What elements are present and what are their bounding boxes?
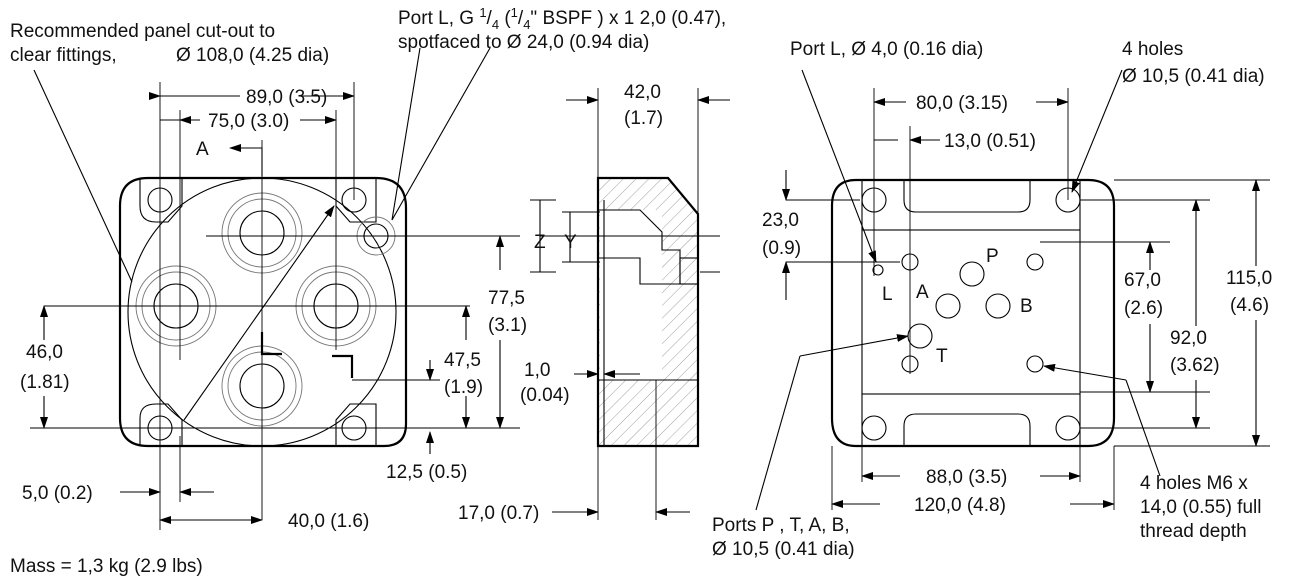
dim-47-5: 47,5 <box>444 350 481 371</box>
dim-23-in: (0.9) <box>762 238 801 259</box>
dim-46-in: (1.81) <box>20 372 70 393</box>
dim-17: 17,0 (0.7) <box>458 503 539 524</box>
label-y: Y <box>564 232 577 253</box>
mass-note: Mass = 1,3 kg (2.9 lbs) <box>10 556 203 577</box>
dim-75: 75,0 (3.0) <box>208 111 289 132</box>
dim-115: 115,0 <box>1226 268 1272 289</box>
m6-line2: 14,0 (0.55) full <box>1140 497 1261 518</box>
right-view <box>755 69 1270 511</box>
dim-42: 42,0 <box>624 82 661 103</box>
dim-92: 92,0 <box>1170 328 1207 349</box>
section-label-a: A <box>196 139 209 160</box>
dim-89: 89,0 (3.5) <box>246 87 327 108</box>
dim-88: 88,0 (3.5) <box>926 467 1007 488</box>
port-p: P <box>986 246 999 267</box>
annotations: Recommended panel cut-out to clear fitti… <box>10 5 1272 577</box>
m6-line1: 4 holes M6 x <box>1140 473 1248 494</box>
dim-47-5-in: (1.9) <box>444 377 483 398</box>
dim-77-5: 77,5 <box>488 288 525 309</box>
ports-line1: Ports P , T, A, B, <box>712 515 850 536</box>
cutout-note-line2: clear fittings, <box>10 45 117 66</box>
dim-67-in: (2.6) <box>1124 298 1163 319</box>
dim-92-in: (3.62) <box>1170 355 1220 376</box>
port-b: B <box>1020 296 1033 317</box>
holes4-line1: 4 holes <box>1122 39 1183 60</box>
dim-5: 5,0 (0.2) <box>22 483 93 504</box>
dim-46: 46,0 <box>26 342 63 363</box>
dim-115-in: (4.6) <box>1230 295 1269 316</box>
dim-77-5-in: (3.1) <box>488 315 527 336</box>
portL-small-note: Port L, Ø 4,0 (0.16 dia) <box>790 39 983 60</box>
portL-note-line2: spotfaced to Ø 24,0 (0.94 dia) <box>398 32 649 53</box>
cutout-note-line1: Recommended panel cut-out to <box>10 21 275 42</box>
side-view <box>530 88 730 520</box>
ports-line2: Ø 10,5 (0.41 dia) <box>712 539 855 560</box>
port-t: T <box>936 346 948 367</box>
dim-42-in: (1.7) <box>624 108 663 129</box>
left-view <box>30 47 520 530</box>
cutout-note-dia: Ø 108,0 (4.25 dia) <box>176 45 329 66</box>
dim-67: 67,0 <box>1124 270 1161 291</box>
dim-13: 13,0 (0.51) <box>944 131 1036 152</box>
dim-80: 80,0 (3.15) <box>916 93 1008 114</box>
dim-1: 1,0 <box>524 360 550 381</box>
port-a: A <box>916 282 929 303</box>
port-l: L <box>882 284 893 305</box>
dim-120: 120,0 (4.8) <box>914 495 1006 516</box>
m6-line3: thread depth <box>1140 521 1247 542</box>
holes4-line2: Ø 10,5 (0.41 dia) <box>1122 66 1265 87</box>
label-z: Z <box>534 232 546 253</box>
dim-40: 40,0 (1.6) <box>288 511 369 532</box>
portL-note-line1: Port L, G 1/4 (1/4" BSPF ) x 1 2,0 (0.47… <box>398 5 726 32</box>
dim-12-5: 12,5 (0.5) <box>386 462 467 483</box>
dim-1-in: (0.04) <box>520 385 570 406</box>
dim-23: 23,0 <box>762 210 799 231</box>
